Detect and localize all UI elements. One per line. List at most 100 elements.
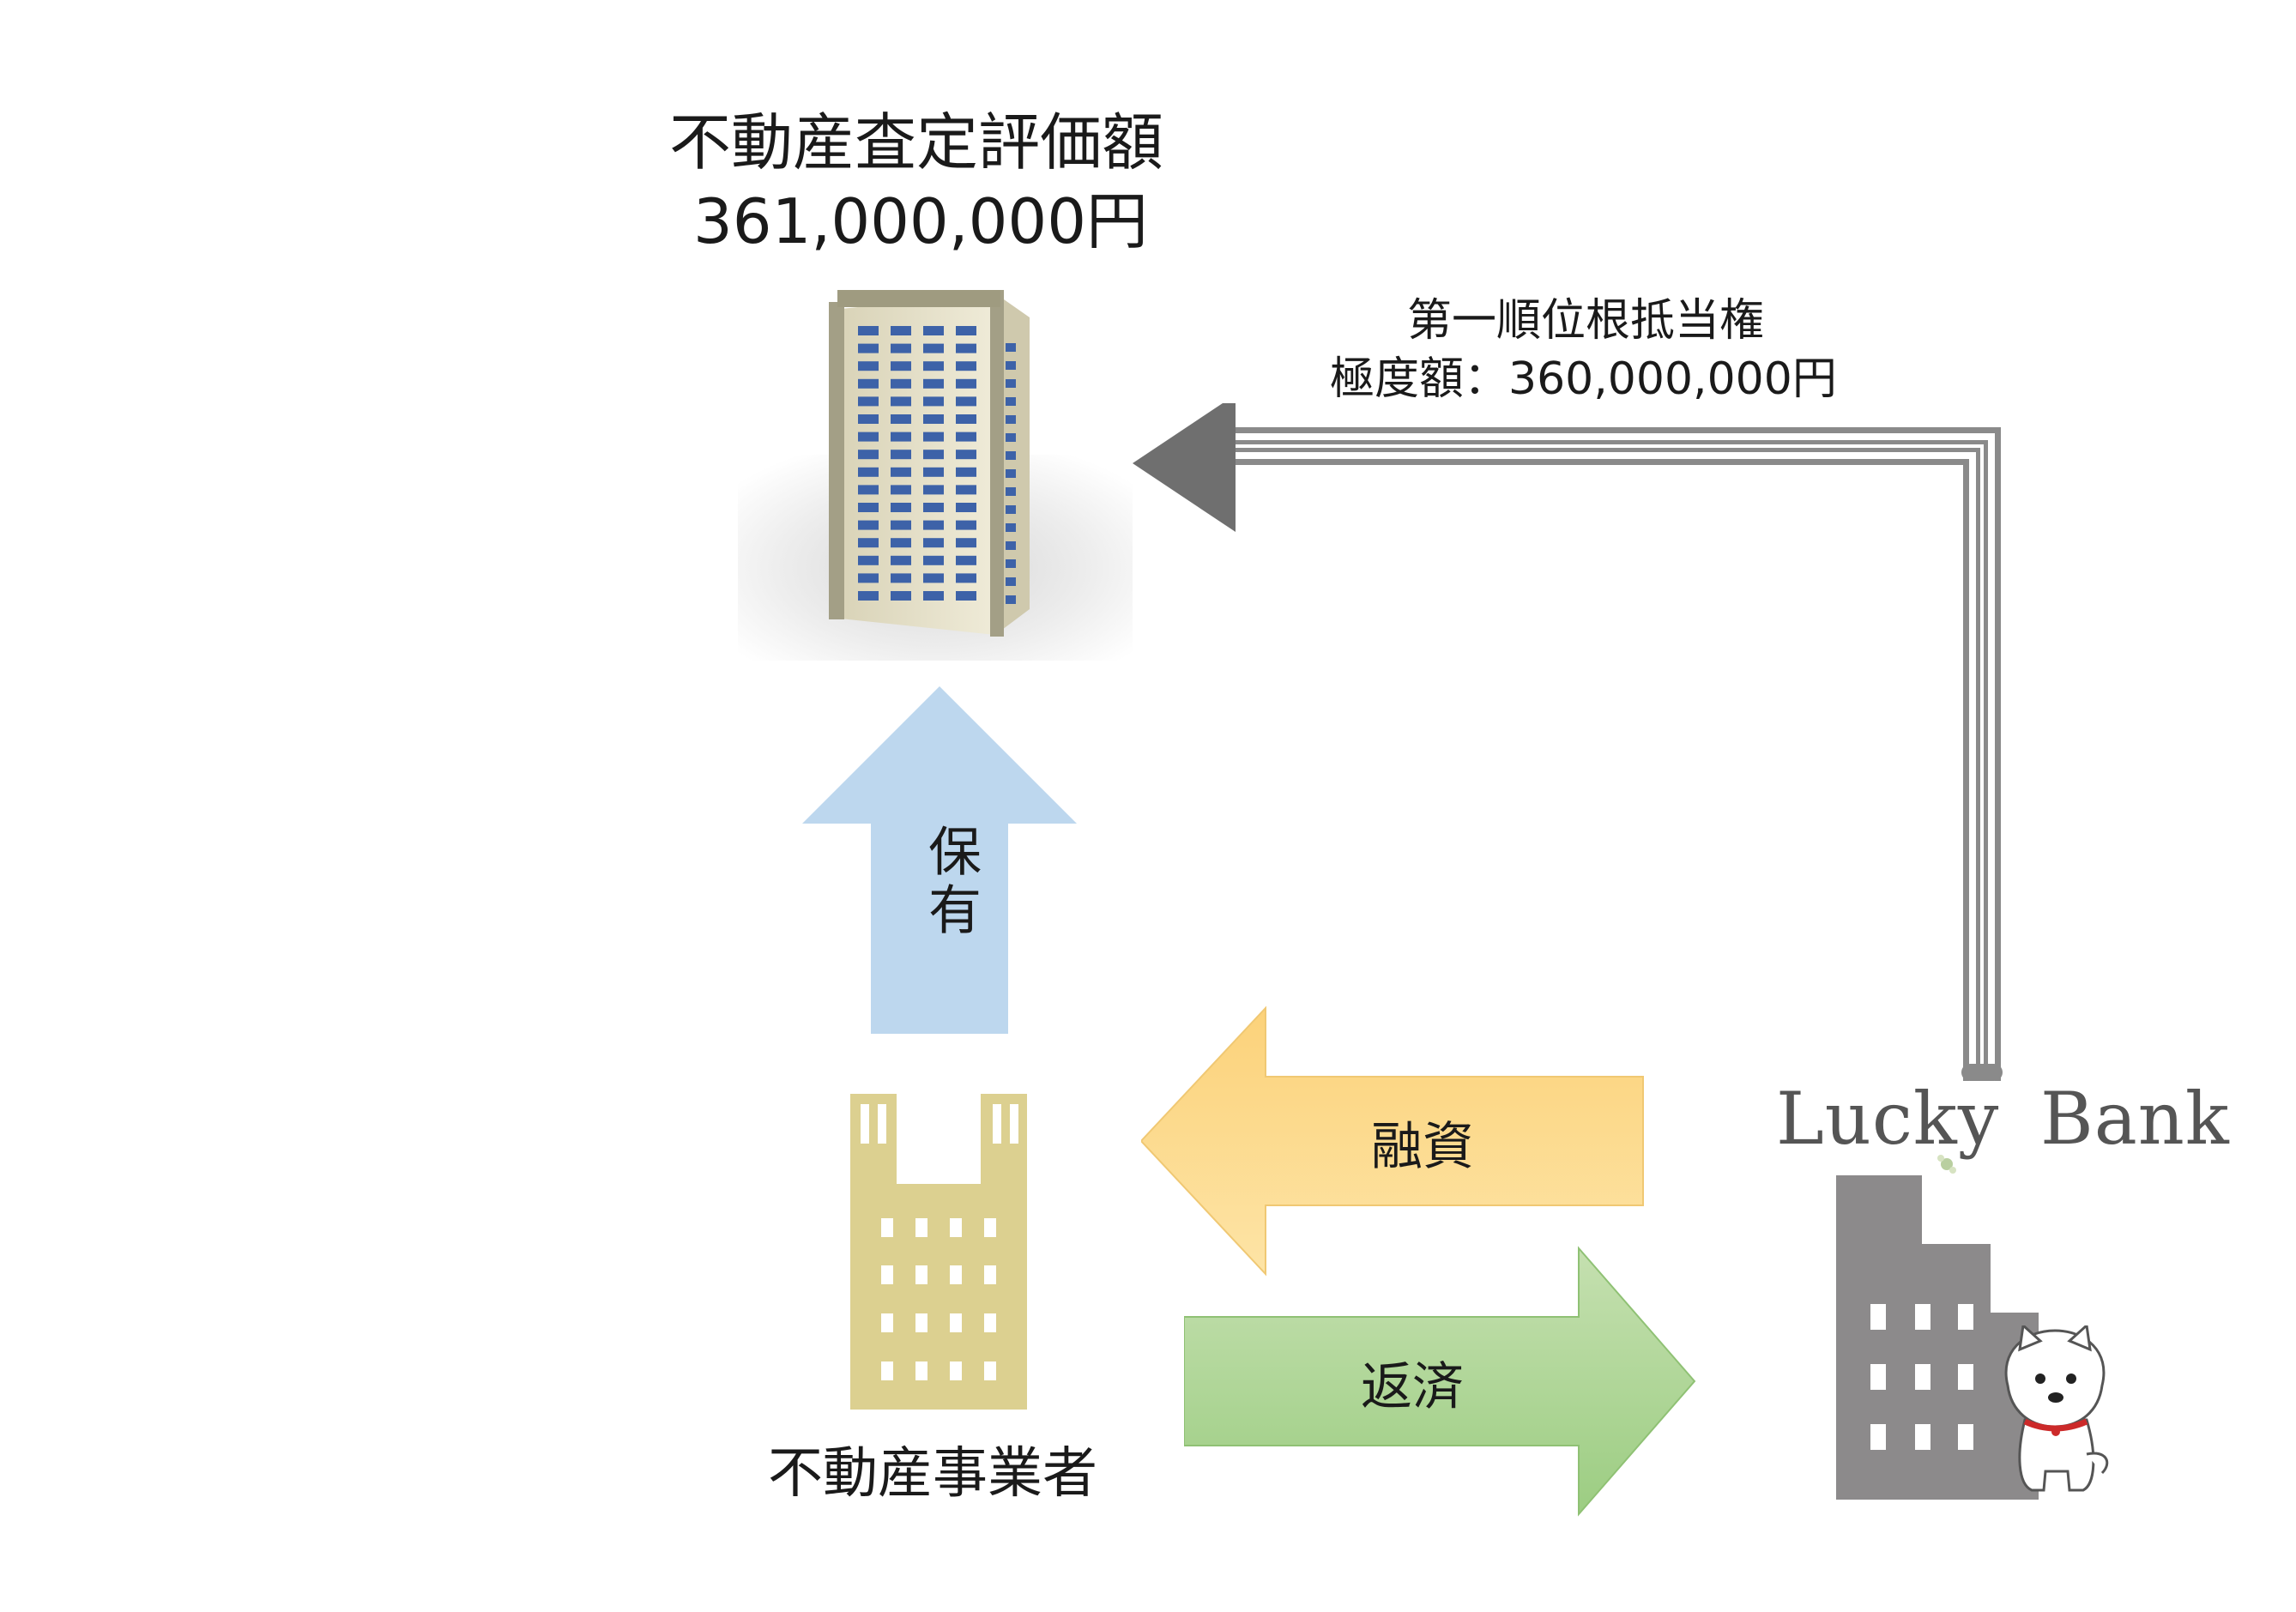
- dog-mascot-icon: [2004, 1325, 2109, 1492]
- window: [858, 555, 879, 565]
- window: [1006, 397, 1016, 406]
- window: [891, 555, 911, 565]
- window: [956, 414, 976, 424]
- mortgage-label-line1: 第一順位根抵当権: [1407, 295, 1765, 347]
- window: [891, 591, 911, 601]
- window: [891, 361, 911, 371]
- loan-arrow: [1141, 1005, 1644, 1277]
- window: [923, 414, 944, 424]
- window: [956, 538, 976, 548]
- window: [891, 450, 911, 460]
- window: [956, 573, 976, 583]
- window: [891, 414, 911, 424]
- window: [1006, 487, 1016, 496]
- window: [891, 467, 911, 477]
- window: [1006, 451, 1016, 460]
- hold-label: 保有: [919, 824, 982, 940]
- window: [891, 573, 911, 583]
- window: [956, 485, 976, 495]
- bank-name-word1: Lucky: [1776, 1077, 2000, 1161]
- hold-arrow: [802, 686, 1077, 1034]
- window: [1006, 433, 1016, 442]
- window: [956, 591, 976, 601]
- window: [1006, 379, 1016, 388]
- mortgage-arrow: [1133, 403, 2003, 1081]
- window: [891, 503, 911, 512]
- window: [956, 378, 976, 389]
- repay-label: 返済: [1361, 1357, 1464, 1417]
- window: [1006, 577, 1016, 586]
- window: [858, 326, 879, 335]
- window: [923, 396, 944, 407]
- window: [923, 555, 944, 565]
- window: [956, 467, 976, 477]
- window: [1006, 559, 1016, 568]
- window: [858, 485, 879, 495]
- window: [956, 326, 976, 335]
- window: [923, 485, 944, 495]
- window: [1006, 523, 1016, 532]
- window: [1006, 595, 1016, 604]
- window: [923, 467, 944, 477]
- window: [891, 432, 911, 442]
- window: [891, 326, 911, 335]
- window: [956, 432, 976, 442]
- window: [956, 450, 976, 460]
- window: [858, 538, 879, 548]
- window: [923, 520, 944, 530]
- window: [956, 520, 976, 530]
- window: [891, 378, 911, 389]
- window: [858, 378, 879, 389]
- window: [858, 432, 879, 442]
- bank-name: Lucky Bank: [1776, 1077, 2230, 1161]
- mortgage-label-line2: 極度額：360,000,000円: [1330, 353, 1837, 405]
- window: [923, 361, 944, 371]
- window: [1006, 469, 1016, 478]
- window: [891, 538, 911, 548]
- window: [923, 378, 944, 389]
- window: [956, 343, 976, 353]
- sparkle-icon: [1937, 1155, 1956, 1174]
- window: [923, 432, 944, 442]
- bank-building-icon: [1836, 1175, 2039, 1500]
- window: [1006, 415, 1016, 424]
- window: [891, 343, 911, 353]
- window: [858, 450, 879, 460]
- property-building-icon: [738, 290, 1133, 661]
- window: [858, 343, 879, 353]
- window: [891, 396, 911, 407]
- window: [1006, 541, 1016, 550]
- window: [923, 573, 944, 583]
- window: [956, 361, 976, 371]
- business-label: 不動産事業者: [768, 1442, 1097, 1506]
- window: [891, 485, 911, 495]
- window: [1006, 343, 1016, 352]
- window: [891, 520, 911, 530]
- window: [923, 503, 944, 512]
- window: [1006, 361, 1016, 370]
- window: [923, 326, 944, 335]
- loan-label: 融資: [1371, 1117, 1474, 1177]
- bank-name-word2: Bank: [2039, 1077, 2230, 1161]
- window: [923, 343, 944, 353]
- window: [956, 396, 976, 407]
- window: [858, 520, 879, 530]
- window: [956, 555, 976, 565]
- business-building-icon: [850, 1094, 1027, 1410]
- window: [923, 591, 944, 601]
- window: [858, 467, 879, 477]
- repay-arrow: [1184, 1246, 1696, 1517]
- property-value: 361,000,000円: [693, 185, 1149, 257]
- window: [858, 396, 879, 407]
- window: [858, 503, 879, 512]
- window: [1006, 505, 1016, 514]
- window: [956, 503, 976, 512]
- window: [858, 591, 879, 601]
- window: [858, 414, 879, 424]
- window: [858, 573, 879, 583]
- window: [923, 538, 944, 548]
- window: [923, 450, 944, 460]
- window: [858, 361, 879, 371]
- property-title: 不動産査定評価額: [669, 106, 1164, 178]
